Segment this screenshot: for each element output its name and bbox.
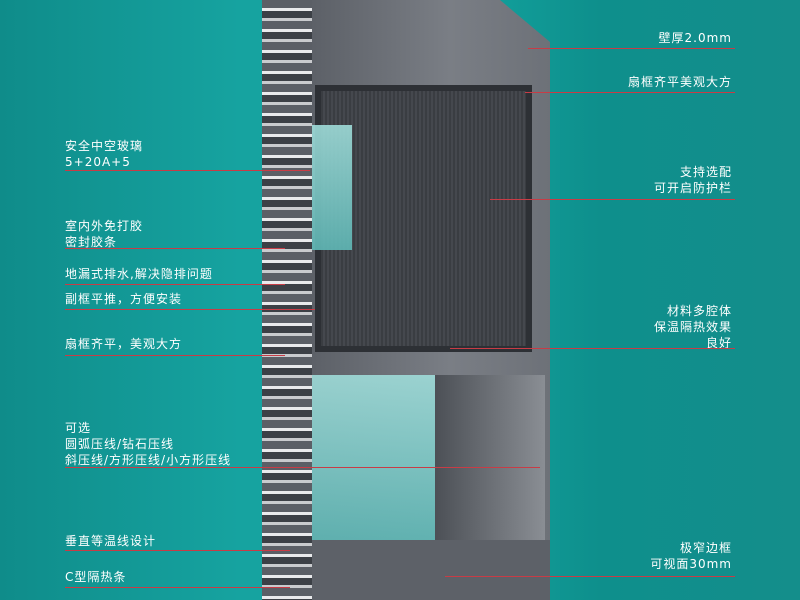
leader-line	[528, 48, 735, 49]
label-thickness: 壁厚2.0mm	[658, 31, 732, 45]
label-cavity: 材料多腔体 保温隔热效果 良好	[653, 304, 732, 350]
label-narrow: 极窄边框 可视面30mm	[650, 541, 732, 571]
leader-line	[445, 576, 735, 577]
label-guard: 支持选配 可开启防护栏	[653, 165, 732, 195]
lower-sill	[300, 540, 550, 600]
leader-line	[65, 309, 315, 310]
leader-line	[65, 550, 290, 551]
leader-line	[65, 284, 285, 285]
label-seal: 室内外免打胶 密封胶条	[65, 219, 144, 249]
label-bead: 可选 圆弧压线/钻石压线 斜压线/方形压线/小方形压线	[65, 421, 232, 467]
leader-line	[65, 248, 285, 249]
leader-line	[65, 467, 540, 468]
label-isotherm: 垂直等温线设计	[65, 534, 157, 548]
leader-line	[490, 199, 735, 200]
leader-line	[65, 170, 310, 171]
leader-line	[65, 587, 290, 588]
label-glass: 安全中空玻璃 5+20A+5	[65, 139, 144, 169]
leader-line	[65, 355, 285, 356]
upper-glass	[312, 125, 352, 250]
leader-line	[450, 348, 735, 349]
label-subframe: 副框平推，方便安装	[65, 292, 183, 306]
label-drain: 地漏式排水,解决隐排问题	[65, 267, 213, 281]
leader-line	[525, 92, 735, 93]
profile-cross-section	[262, 0, 312, 600]
lower-reveal	[435, 375, 545, 540]
label-cstrip: C型隔热条	[65, 570, 127, 584]
label-sash-flush: 扇框齐平美观大方	[627, 75, 732, 89]
label-flush: 扇框齐平，美观大方	[65, 337, 183, 351]
lower-glass	[300, 375, 435, 540]
